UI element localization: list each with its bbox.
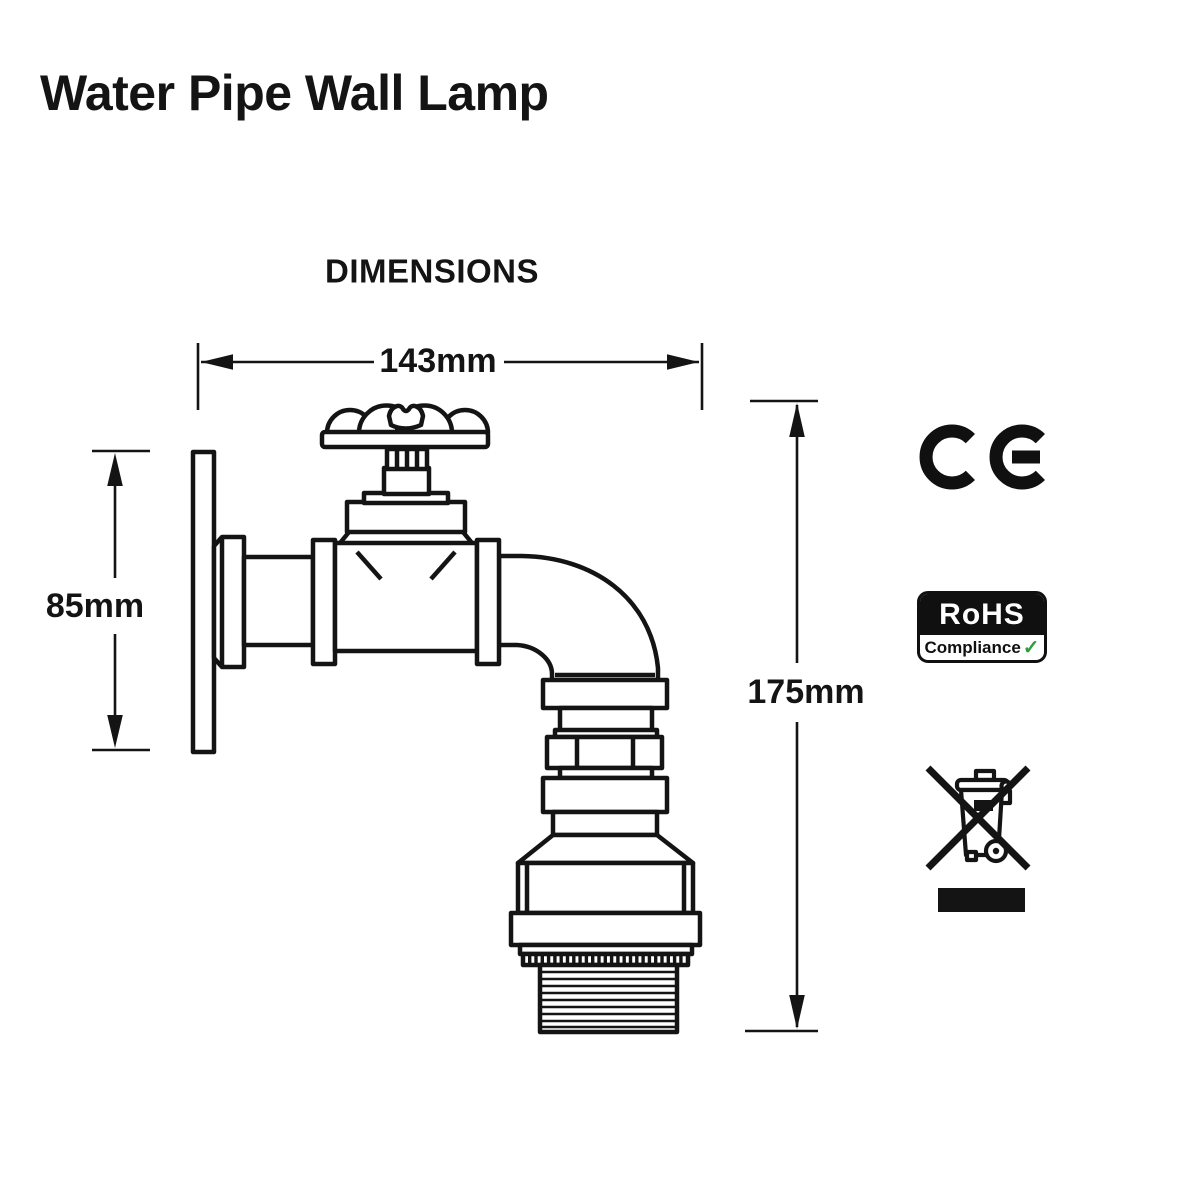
- coupler-collar-bottom: [540, 775, 670, 815]
- weee-icon: [925, 765, 1031, 912]
- rohs-subtitle: Compliance: [924, 638, 1021, 657]
- dim-flange-height-arrow: [92, 449, 150, 752]
- socket-body: [515, 860, 696, 916]
- page-title: Water Pipe Wall Lamp: [40, 65, 549, 121]
- thread-lines: [542, 970, 675, 1029]
- dim-flange-height-label: 85mm: [41, 589, 149, 623]
- dim-width-arrow: [196, 343, 704, 410]
- handle-cap: [386, 403, 426, 431]
- wall-plate: [190, 449, 217, 755]
- valve-body: [332, 540, 480, 654]
- bin-wheel-hub: [992, 847, 1000, 855]
- packing-nut: [381, 465, 432, 497]
- cross-out-lines: [925, 765, 1031, 871]
- coupler-collar-top: [540, 677, 670, 711]
- socket-neck: [550, 809, 660, 838]
- dim-total-height-label: 175mm: [743, 675, 869, 709]
- faucet-drawing: [190, 403, 703, 1035]
- rohs-badge: RoHS Compliance ✓: [917, 591, 1047, 663]
- bin-foot: [964, 849, 979, 863]
- hex-nut: [544, 734, 665, 771]
- dim-total-height-arrow: [745, 399, 818, 1033]
- dimensions-heading: DIMENSIONS: [324, 252, 540, 290]
- rohs-title: RoHS: [920, 594, 1044, 635]
- rohs-subtitle-row: Compliance ✓: [920, 635, 1044, 660]
- pipe-nipple: [241, 554, 316, 648]
- socket-flare: [515, 832, 696, 866]
- elbow-pipe: [496, 553, 661, 684]
- rohs-check-icon: ✓: [1022, 636, 1040, 659]
- ce-mark-icon: [919, 424, 1045, 490]
- pipe-ring-left: [310, 537, 338, 667]
- handle-bar: [319, 429, 491, 450]
- socket-band: [508, 910, 703, 948]
- dim-width-label: 143mm: [375, 344, 501, 378]
- valve-handle: [319, 403, 491, 450]
- bin-mark: [974, 800, 993, 811]
- valve-bonnet: [344, 499, 468, 535]
- flange-hub: [211, 534, 247, 670]
- weee-underline-bar: [938, 888, 1025, 912]
- pipe-ring-right: [474, 537, 502, 667]
